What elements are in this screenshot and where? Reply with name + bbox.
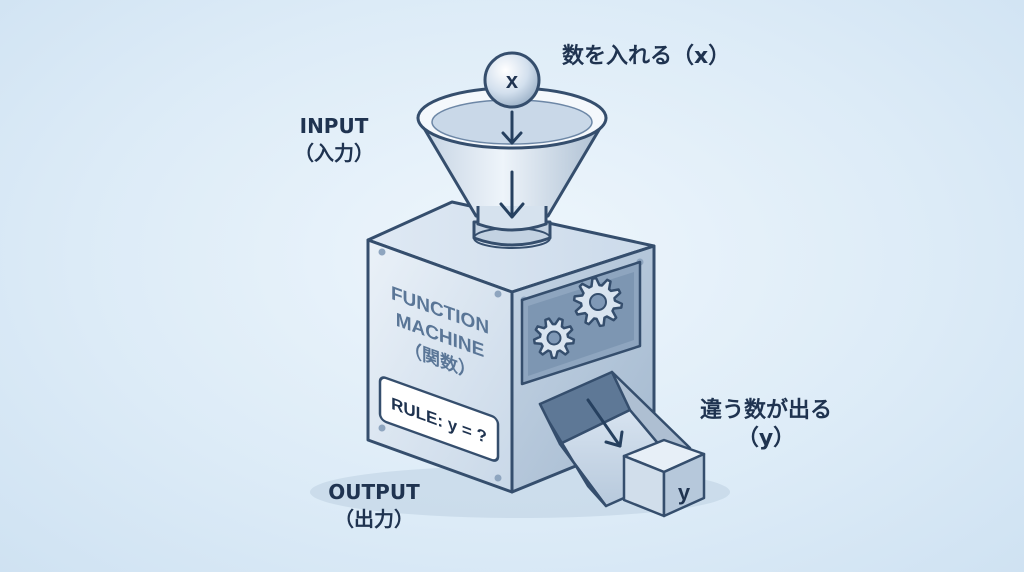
input-label-jp: （入力） bbox=[294, 141, 374, 165]
input-label: INPUT （入力） bbox=[282, 114, 386, 165]
different-number-line1: 違う数が出る bbox=[699, 398, 832, 423]
input-label-en: INPUT bbox=[299, 114, 369, 138]
cube-symbol: y bbox=[678, 480, 691, 505]
arrow-down-icon bbox=[499, 170, 525, 219]
output-label-jp: （出力） bbox=[334, 507, 414, 531]
output-cube: y bbox=[622, 438, 706, 518]
output-label: OUTPUT （出力） bbox=[316, 480, 432, 531]
output-label-en: OUTPUT bbox=[328, 480, 420, 504]
arrow-down-icon bbox=[586, 398, 624, 448]
put-number-text: 数を入れる（x） bbox=[562, 44, 731, 69]
different-number-line2: （y） bbox=[736, 426, 796, 452]
ball-symbol: x bbox=[506, 68, 519, 93]
input-ball: x bbox=[483, 51, 541, 109]
different-number-label: 違う数が出る （y） bbox=[676, 398, 856, 453]
gear-icon bbox=[532, 317, 576, 360]
gear-icon bbox=[572, 276, 624, 328]
arrow-down-icon bbox=[501, 110, 523, 145]
put-number-label: 数を入れる（x） bbox=[562, 44, 730, 70]
